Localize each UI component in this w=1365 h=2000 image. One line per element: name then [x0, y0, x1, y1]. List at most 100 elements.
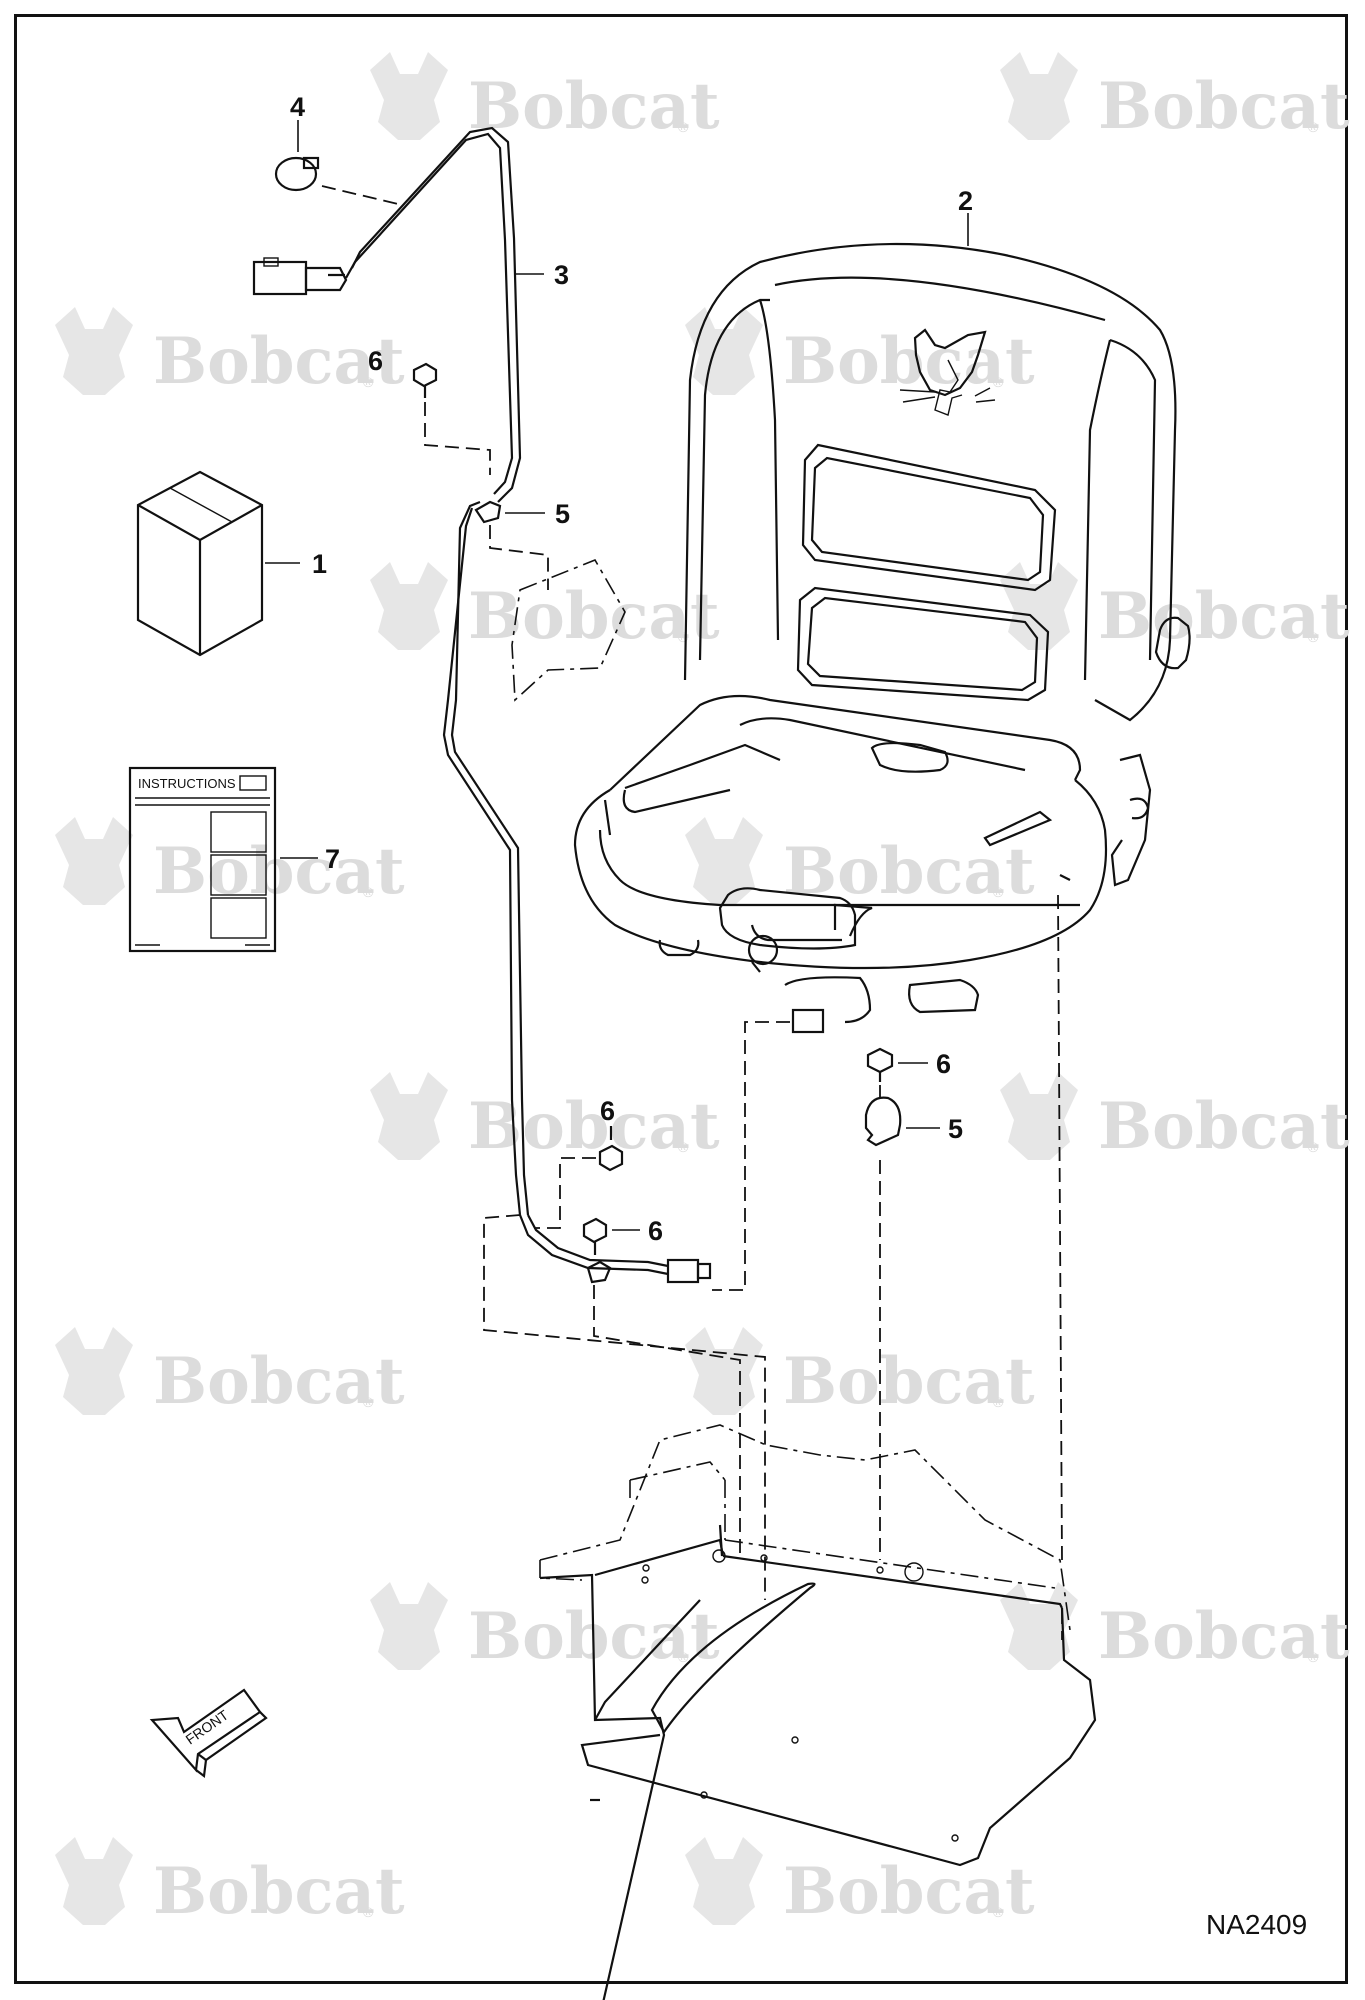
bobcat-logo-icon	[1000, 52, 1078, 140]
watermark-text: Bobcat	[153, 324, 405, 399]
bobcat-watermark: Bobcat ®	[1000, 1072, 1350, 1164]
dashed-guide	[534, 1157, 596, 1229]
bobcat-watermark: Bobcat ®	[1000, 52, 1350, 144]
callout-6d: 6	[648, 1216, 663, 1246]
bobcat-logo-icon	[55, 307, 133, 395]
watermark-registered: ®	[678, 1139, 689, 1155]
drawing-frame	[14, 14, 1348, 1984]
bobcat-watermark: Bobcat ®	[1000, 1582, 1350, 1674]
bobcat-watermark: Bobcat ®	[55, 1837, 405, 1929]
bobcat-logo-icon	[685, 307, 763, 395]
dashed-guide	[424, 402, 491, 475]
watermark-text: Bobcat	[468, 1089, 720, 1164]
watermark-registered: ®	[993, 884, 1004, 900]
dashed-guide	[712, 1021, 790, 1291]
dashed-guide	[1057, 894, 1063, 1561]
bobcat-watermark: Bobcat ®	[55, 307, 405, 399]
watermark-text: Bobcat	[153, 1344, 405, 1419]
seat-logo-icon	[899, 328, 996, 416]
bobcat-logo-icon	[370, 52, 448, 140]
watermark-registered: ®	[678, 629, 689, 645]
bobcat-logo-icon	[1000, 1582, 1078, 1670]
bobcat-watermark: Bobcat ®	[685, 817, 1035, 909]
part-instructions-sheet: INSTRUCTIONS	[128, 766, 277, 953]
part-clamp-upper	[474, 500, 502, 524]
callout-4: 4	[290, 92, 305, 122]
watermark-registered: ®	[363, 1394, 374, 1410]
seat-mount-plate	[539, 1424, 1097, 2000]
watermark-text: Bobcat	[783, 324, 1035, 399]
bobcat-logo-icon	[685, 1837, 763, 1925]
callout-3: 3	[554, 260, 569, 290]
bobcat-logo-icon	[370, 1072, 448, 1160]
watermark-text: Bobcat	[783, 1344, 1035, 1419]
bobcat-logo-icon	[685, 817, 763, 905]
watermark-registered: ®	[1308, 1139, 1319, 1155]
watermark-registered: ®	[993, 374, 1004, 390]
callout-7: 7	[325, 844, 340, 874]
watermark-layer: Bobcat ® Bobcat ® Bobcat ® Bobcat ® Bobc…	[55, 52, 1350, 1929]
watermark-text: Bobcat	[1098, 1599, 1350, 1674]
watermark-registered: ®	[363, 884, 374, 900]
watermark-text: Bobcat	[153, 834, 405, 909]
drawing-code: NA2409	[1206, 1909, 1307, 1940]
watermark-registered: ®	[1308, 119, 1319, 135]
part-clamp-right	[864, 1096, 902, 1147]
callout-2: 2	[958, 186, 973, 216]
bobcat-watermark: Bobcat ®	[370, 52, 720, 144]
bobcat-watermark: Bobcat ®	[1000, 562, 1350, 654]
bobcat-logo-icon	[1000, 1072, 1078, 1160]
dashed-guide	[321, 185, 399, 205]
watermark-text: Bobcat	[1098, 1089, 1350, 1164]
front-arrow-icon: FRONT	[149, 1688, 268, 1779]
bobcat-watermark: Bobcat ®	[55, 817, 405, 909]
bobcat-logo-icon	[55, 817, 133, 905]
watermark-registered: ®	[993, 1394, 1004, 1410]
watermark-registered: ®	[363, 374, 374, 390]
bobcat-watermark: Bobcat ®	[55, 1327, 405, 1419]
bobcat-logo-icon	[685, 1327, 763, 1415]
dashed-guide	[489, 525, 549, 590]
watermark-registered: ®	[363, 1904, 374, 1920]
watermark-registered: ®	[678, 119, 689, 135]
watermark-text: Bobcat	[468, 69, 720, 144]
bobcat-watermark: Bobcat ®	[370, 1582, 720, 1674]
watermark-text: Bobcat	[783, 1854, 1035, 1929]
watermark-registered: ®	[1308, 629, 1319, 645]
part-bolt-right	[866, 1047, 894, 1082]
watermark-text: Bobcat	[1098, 579, 1350, 654]
bobcat-logo-icon	[1000, 562, 1078, 650]
bobcat-logo-icon	[55, 1327, 133, 1415]
part-cable-tie	[274, 156, 320, 192]
dashed-guide	[593, 1285, 741, 1560]
bobcat-watermark: Bobcat ®	[370, 562, 720, 654]
bobcat-logo-icon	[370, 562, 448, 650]
phantom-bracket	[511, 558, 626, 702]
bobcat-watermark: Bobcat ®	[370, 1072, 720, 1164]
bobcat-logo-icon	[370, 1582, 448, 1670]
dashed-guide	[483, 1214, 766, 1600]
bobcat-watermark: Bobcat ®	[685, 1837, 1035, 1929]
callout-1: 1	[312, 549, 327, 579]
callout-5b: 5	[948, 1114, 963, 1144]
watermark-registered: ®	[993, 1904, 1004, 1920]
part-clamp-lower	[586, 1260, 612, 1284]
bobcat-logo-icon	[55, 1837, 133, 1925]
part-seat	[573, 242, 1191, 1034]
bobcat-watermark: Bobcat ®	[685, 1327, 1035, 1419]
watermark-text: Bobcat	[468, 579, 720, 654]
part-bolt-mid	[598, 1126, 624, 1172]
part-bolt-lower	[582, 1217, 608, 1255]
watermark-text: Bobcat	[1098, 69, 1350, 144]
watermark-registered: ®	[678, 1649, 689, 1665]
watermark-text: Bobcat	[153, 1854, 405, 1929]
instructions-label: INSTRUCTIONS	[138, 776, 236, 791]
callout-5a: 5	[555, 499, 570, 529]
callout-6b: 6	[936, 1049, 951, 1079]
watermark-registered: ®	[1308, 1649, 1319, 1665]
callout-6c: 6	[600, 1096, 615, 1126]
bobcat-watermark: Bobcat ®	[685, 307, 1035, 399]
part-bolt-upper	[412, 362, 438, 398]
part-box	[136, 470, 264, 657]
